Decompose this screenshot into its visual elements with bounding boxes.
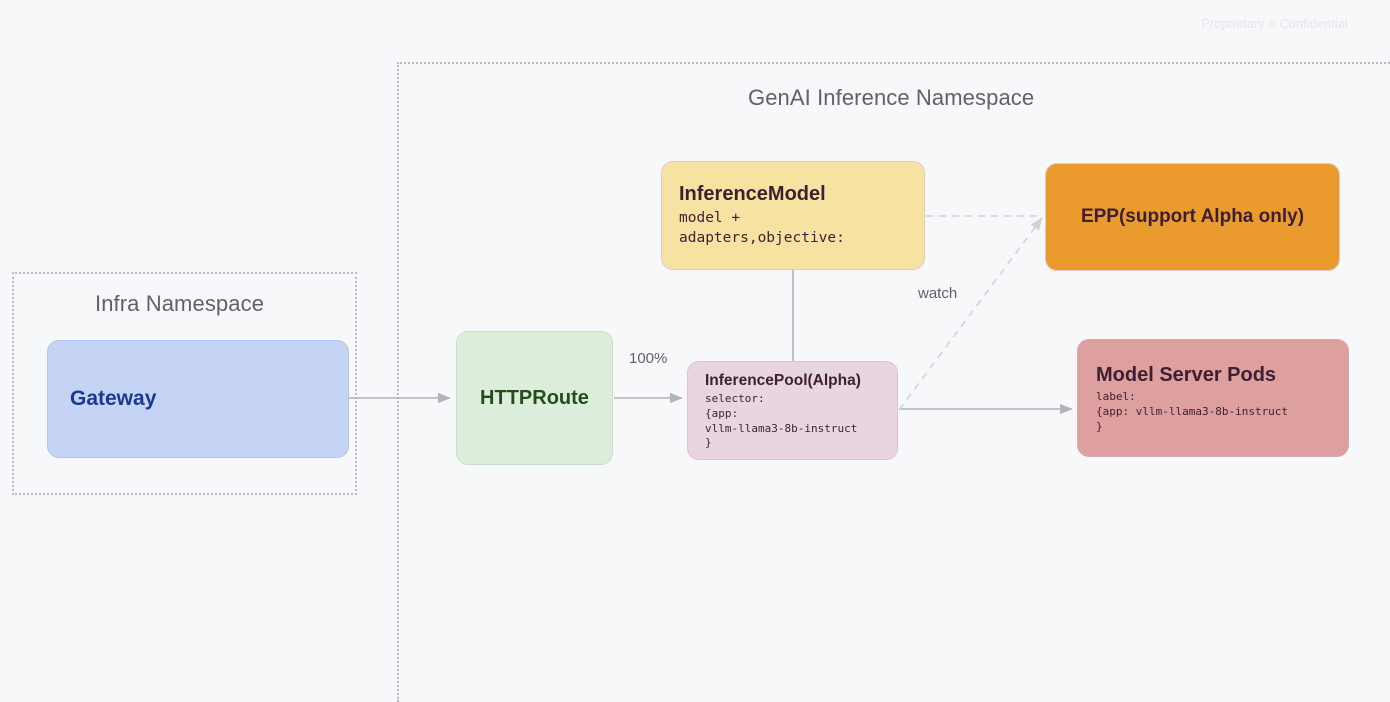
node-httproute-title: HTTPRoute [480,386,589,409]
node-inferencemodel-body: model + adapters,objective: [679,209,845,246]
edge-label-watch: watch [918,285,958,302]
diagram-canvas: Proprietary + Confidential GenAI Inferen… [12,17,1390,702]
edge-label-traffic-weight: 100% [629,350,668,367]
namespace-genai-inference [397,62,1390,702]
node-gateway[interactable]: Gateway [47,340,349,458]
node-epp-title: EPP(support Alpha only) [1080,206,1305,228]
node-inferencepool-title: InferencePool(Alpha) [705,372,861,389]
node-model-server-pods-title: Model Server Pods [1096,364,1277,386]
node-httproute[interactable]: HTTPRoute [456,331,613,465]
node-model-server-pods-body: label: {app: vllm-llama3-8b-instruct } [1096,390,1289,433]
node-inferencepool-body: selector: {app: vllm-llama3-8b-instruct … [705,391,858,450]
node-model-server-pods[interactable]: Model Server Pods label: {app: vllm-llam… [1077,339,1349,457]
node-epp[interactable]: EPP(support Alpha only) [1045,163,1340,271]
namespace-infra [12,272,357,495]
confidentiality-watermark: Proprietary + Confidential [1201,17,1348,31]
node-gateway-title: Gateway [70,386,157,410]
node-inferencepool[interactable]: InferencePool(Alpha) selector: {app: vll… [687,361,898,460]
namespace-infra-title: Infra Namespace [95,291,265,316]
node-inferencemodel-title: InferenceModel [679,182,826,205]
node-inferencemodel[interactable]: InferenceModel model + adapters,objectiv… [661,161,925,270]
namespace-genai-title: GenAI Inference Namespace [748,85,1035,110]
